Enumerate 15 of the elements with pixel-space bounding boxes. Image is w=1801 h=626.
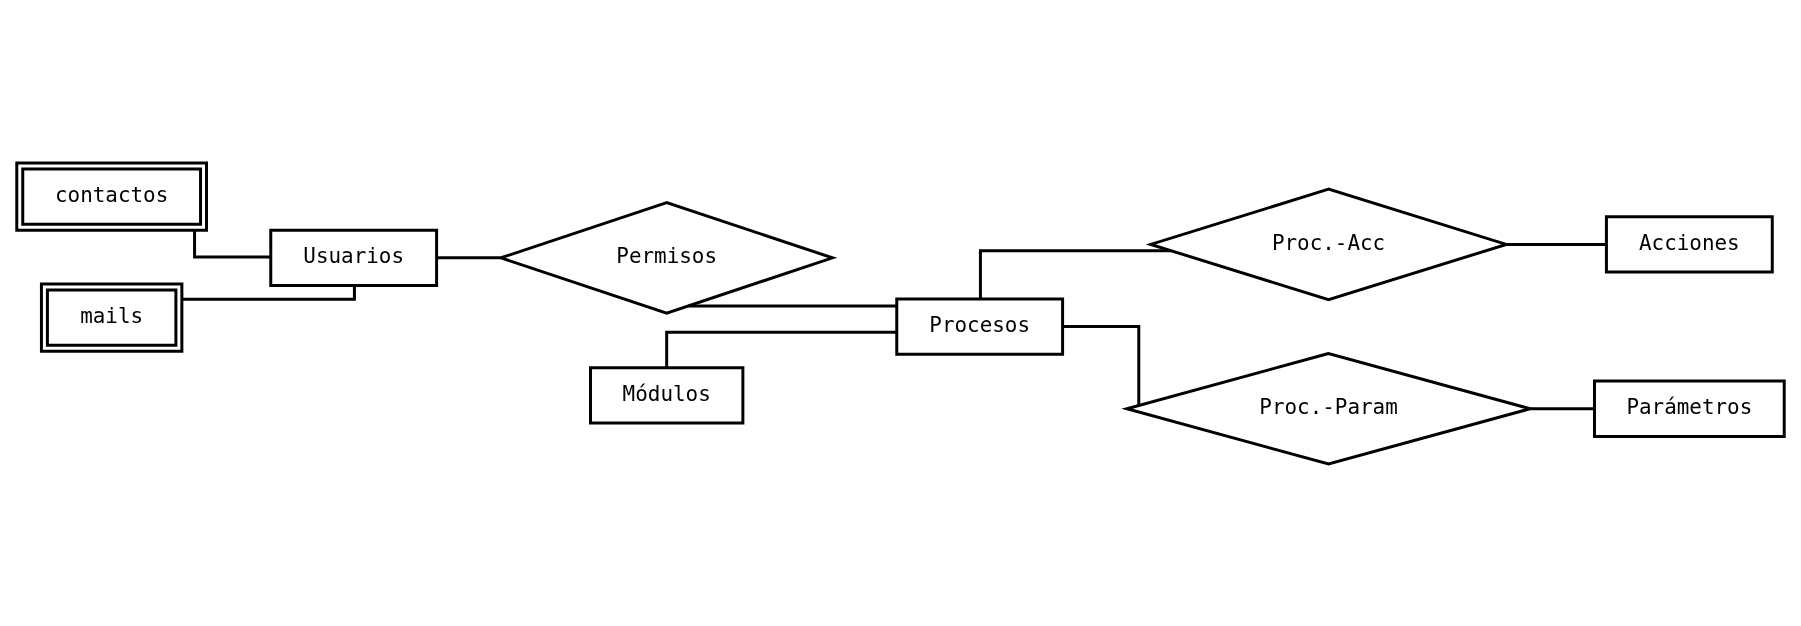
connector <box>181 285 356 301</box>
node-box: Módulos <box>589 365 745 424</box>
connector <box>978 248 1171 299</box>
connector <box>436 255 501 259</box>
node-box: contactos <box>15 161 208 232</box>
node-box: Procesos <box>895 296 1065 356</box>
node-box: Acciones <box>1604 214 1774 274</box>
connector <box>665 330 897 367</box>
node-box: Parámetros <box>1593 379 1786 438</box>
connector <box>1506 242 1607 246</box>
connector <box>688 304 897 308</box>
node-box: mails <box>39 282 184 353</box>
connector <box>1530 406 1595 410</box>
node-box: Usuarios <box>269 228 439 287</box>
connector <box>1063 324 1141 405</box>
